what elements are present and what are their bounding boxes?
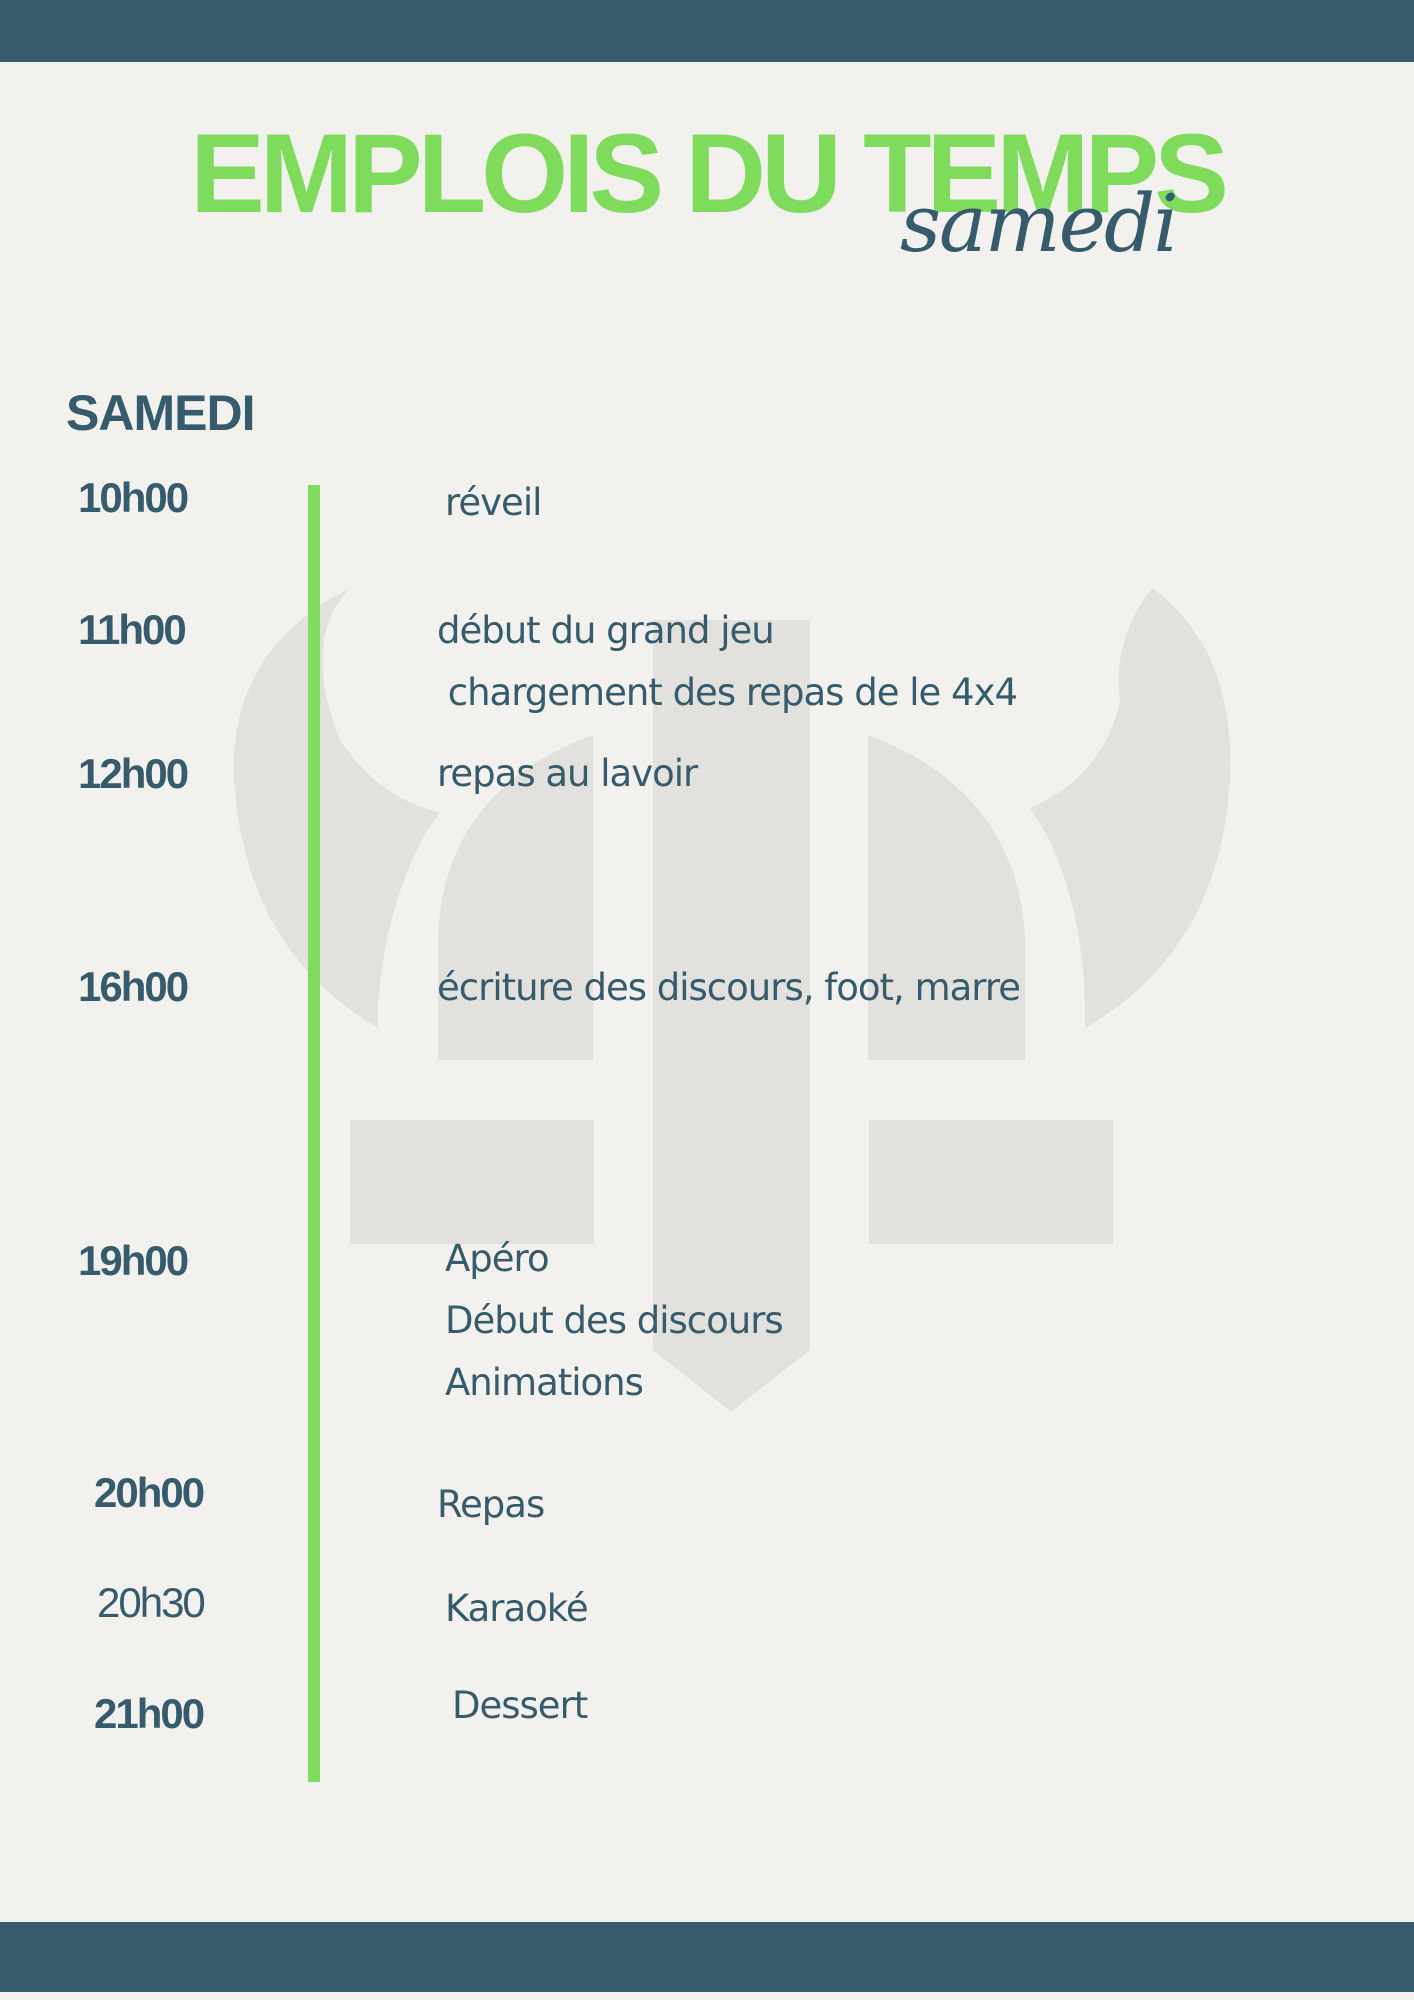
schedule-entry: Apéro Début des discours Animations — [445, 1228, 784, 1414]
time-label: 10h00 — [78, 474, 189, 521]
schedule-entry: écriture des discours, foot, marre — [437, 957, 1021, 1019]
time-label: 21h00 — [94, 1690, 205, 1737]
day-heading: SAMEDI — [66, 385, 255, 441]
time-label: 19h00 — [78, 1237, 189, 1284]
event-text: Karaoké — [445, 1587, 589, 1630]
time-label: 16h00 — [78, 963, 189, 1010]
top-band — [0, 0, 1414, 62]
event-text: chargement des repas de le 4x4 — [437, 671, 1018, 714]
event-text: Dessert — [452, 1684, 588, 1727]
time-label: 20h30 — [97, 1579, 206, 1626]
time-label: 11h00 — [78, 606, 187, 653]
event-text: Apéro — [445, 1237, 550, 1280]
time-label: 20h00 — [94, 1469, 205, 1516]
page-subtitle: samedi — [900, 177, 1179, 270]
event-text: Début des discours — [445, 1299, 784, 1342]
event-text: Repas — [437, 1483, 545, 1526]
schedule-entry: repas au lavoir — [437, 743, 698, 805]
schedule-entry: Dessert — [452, 1675, 588, 1737]
event-text: début du grand jeu — [437, 609, 775, 652]
schedule-entry: réveil — [445, 472, 542, 534]
event-text: réveil — [445, 481, 542, 524]
timeline-line — [308, 485, 320, 1782]
schedule-entry: Karaoké — [445, 1578, 589, 1640]
page-title: EMPLOIS DU TEMPS — [190, 111, 1229, 236]
event-text: repas au lavoir — [437, 752, 698, 795]
event-text: Animations — [445, 1361, 644, 1404]
schedule-entry: Repas — [437, 1474, 545, 1536]
time-label: 12h00 — [78, 750, 189, 797]
event-text: écriture des discours, foot, marre — [437, 966, 1021, 1009]
bottom-band — [0, 1922, 1414, 1992]
schedule-entry: début du grand jeu chargement des repas … — [437, 600, 1018, 724]
